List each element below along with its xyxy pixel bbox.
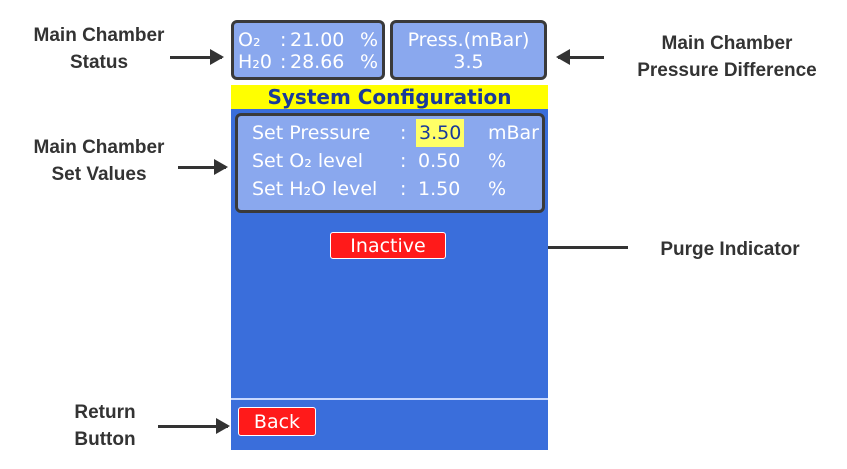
set-h2o-row[interactable]: Set H₂O level : 1.50 % — [252, 175, 542, 203]
set-h2o-value[interactable]: 1.50 — [418, 178, 461, 200]
set-h2o-unit: % — [488, 178, 507, 200]
h2o-label: H₂0 — [238, 51, 272, 73]
set-pressure-row[interactable]: Set Pressure : 3.50 mBar — [252, 119, 542, 147]
arrow-main-chamber-status — [170, 49, 224, 65]
annotation-main-chamber-status: Main Chamber Status — [33, 25, 165, 73]
chamber-status-box: O₂ : 21.00 % H₂0 : 28.66 % — [231, 20, 385, 80]
arrow-set-values — [178, 159, 228, 175]
set-o2-unit: % — [488, 150, 507, 172]
annotation-pressure-difference: Main Chamber Pressure Difference — [637, 33, 817, 81]
arrow-pressure-difference — [556, 49, 604, 65]
page-title: System Configuration — [231, 85, 548, 109]
o2-sep: : — [280, 29, 287, 51]
set-pressure-value[interactable]: 3.50 — [416, 119, 465, 147]
set-o2-label: Set O₂ level — [252, 150, 364, 172]
annotation-set-values: Main Chamber Set Values — [33, 137, 165, 185]
pressure-value: 3.5 — [453, 51, 484, 73]
set-values-box: Set Pressure : 3.50 mBar Set O₂ level : … — [235, 113, 545, 213]
back-button[interactable]: Back — [238, 407, 316, 436]
arrow-return-button — [158, 418, 230, 434]
set-h2o-sep: : — [400, 178, 407, 200]
set-o2-sep: : — [400, 150, 407, 172]
main-panel: Set Pressure : 3.50 mBar Set O₂ level : … — [231, 109, 548, 450]
h2o-sep: : — [280, 51, 287, 73]
divider — [231, 398, 548, 400]
o2-label: O₂ — [238, 29, 261, 51]
h2o-unit: % — [360, 51, 379, 73]
h2o-status-row: H₂0 : 28.66 % — [238, 51, 382, 73]
annotation-purge-indicator: Purge Indicator — [660, 239, 800, 260]
purge-indicator-button[interactable]: Inactive — [330, 232, 446, 259]
set-pressure-unit: mBar — [488, 122, 539, 144]
set-h2o-label: Set H₂O level — [252, 178, 378, 200]
o2-status-row: O₂ : 21.00 % — [238, 29, 382, 51]
annotation-return-button: Return Button — [74, 402, 136, 450]
h2o-value: 28.66 — [290, 51, 345, 73]
set-pressure-sep: : — [400, 122, 407, 144]
set-o2-row[interactable]: Set O₂ level : 0.50 % — [252, 147, 542, 175]
o2-value: 21.00 — [290, 29, 345, 51]
set-o2-value[interactable]: 0.50 — [418, 150, 461, 172]
pressure-box: Press.(mBar) 3.5 — [390, 20, 547, 80]
device-screen: O₂ : 21.00 % H₂0 : 28.66 % Press.(mBar) … — [231, 18, 548, 450]
o2-unit: % — [360, 29, 379, 51]
pressure-label: Press.(mBar) — [407, 29, 530, 51]
set-pressure-label: Set Pressure — [252, 122, 371, 144]
